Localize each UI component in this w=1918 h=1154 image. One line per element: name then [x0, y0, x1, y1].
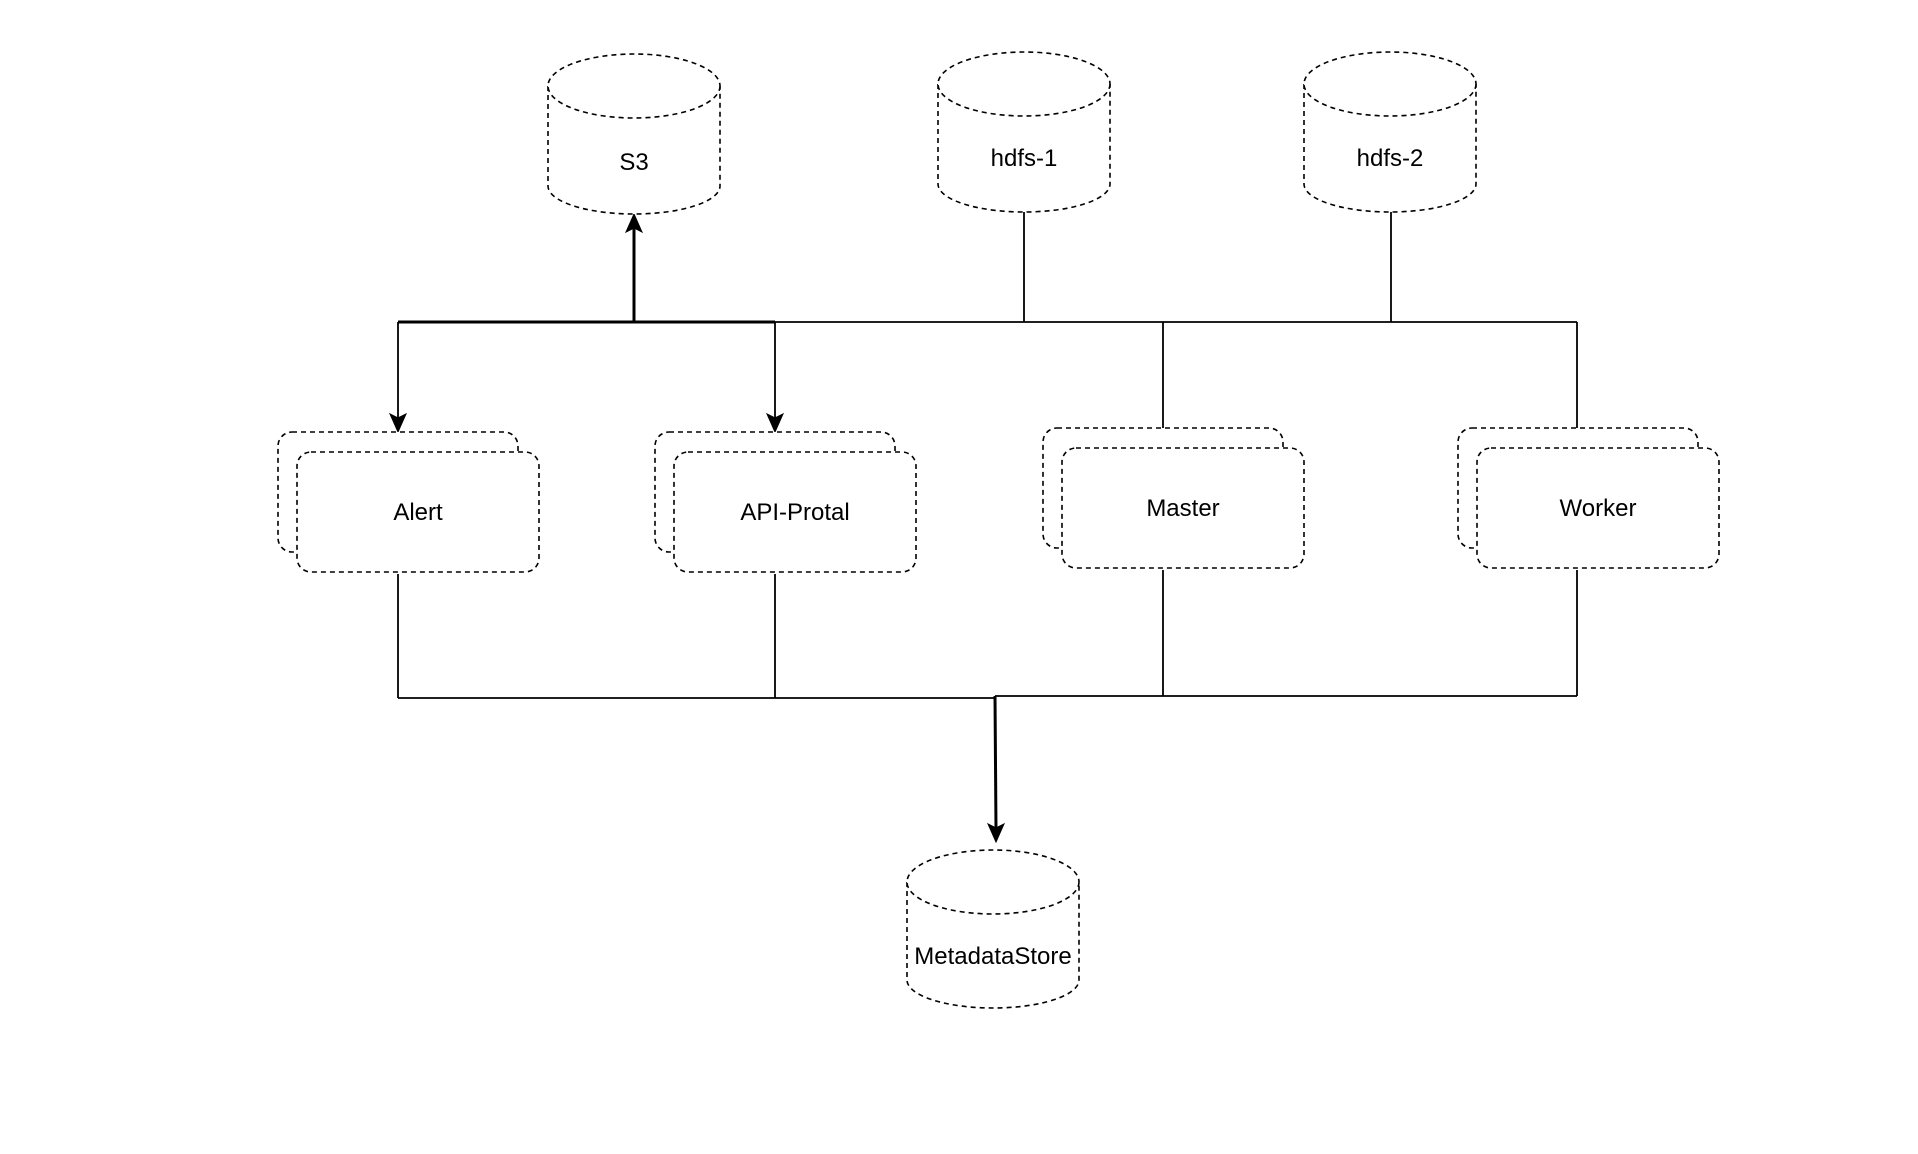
node-api-portal-front-card [673, 451, 917, 573]
cylinder-hdfs1-body [937, 84, 1111, 213]
cylinder-hdfs2-top [1303, 51, 1477, 117]
node-hdfs-1-label: hdfs-1 [991, 145, 1058, 172]
node-master-front-card [1061, 447, 1305, 569]
cylinder-s3-top [547, 53, 721, 119]
cylinder-metadatastore-body [906, 882, 1080, 1009]
node-hdfs-1[interactable]: hdfs-1 [937, 51, 1111, 213]
node-metadatastore-label: MetadataStore [914, 943, 1071, 970]
arrowhead-alert [388, 412, 408, 434]
node-master[interactable]: Master [1042, 427, 1305, 569]
node-worker-label: Worker [1560, 495, 1637, 522]
node-worker[interactable]: Worker [1457, 427, 1720, 569]
node-api-portal-label: API-Protal [740, 499, 849, 526]
cylinder-metadatastore-top [906, 849, 1080, 915]
edge-bus-to-metadatastore [993, 695, 998, 831]
arrowhead-metadatastore [986, 822, 1006, 844]
node-alert[interactable]: Alert [277, 431, 540, 573]
arrowhead-s3 [624, 212, 644, 234]
cylinder-hdfs2-body [1303, 84, 1477, 213]
node-alert-front-card [296, 451, 540, 573]
connectors [388, 212, 1578, 844]
cylinder-s3-body [547, 86, 721, 215]
node-s3[interactable]: S3 [547, 53, 721, 215]
cylinder-hdfs1-top [937, 51, 1111, 117]
node-alert-label: Alert [393, 499, 443, 526]
node-s3-label: S3 [619, 149, 648, 176]
node-hdfs-2[interactable]: hdfs-2 [1303, 51, 1477, 213]
node-metadatastore[interactable]: MetadataStore [906, 849, 1080, 1009]
arrowhead-api-portal [765, 412, 785, 434]
node-worker-front-card [1476, 447, 1720, 569]
node-master-label: Master [1146, 495, 1219, 522]
node-hdfs-2-label: hdfs-2 [1357, 145, 1424, 172]
node-api-portal[interactable]: API-Protal [654, 431, 917, 573]
